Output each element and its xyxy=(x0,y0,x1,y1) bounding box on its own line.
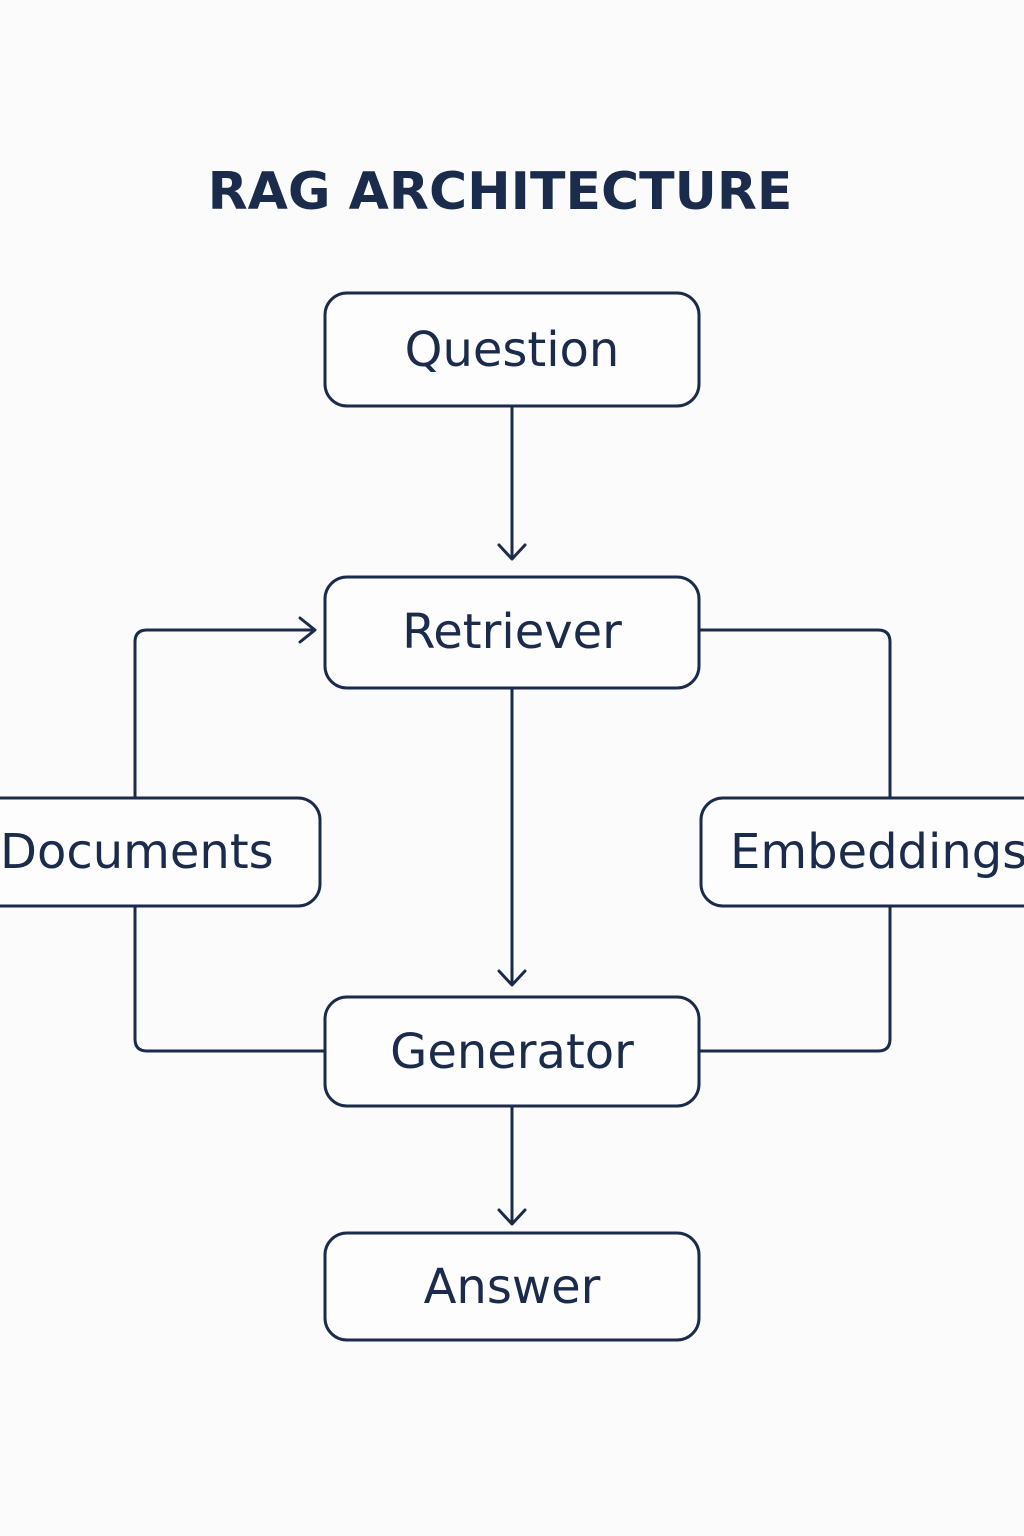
edge-retriever-embeddings xyxy=(698,628,892,800)
connectors xyxy=(133,405,892,1226)
arrowhead-retriever-left xyxy=(298,616,317,644)
node-documents-label: Documents xyxy=(0,824,274,880)
node-answer: Answer xyxy=(323,1231,701,1342)
node-generator-label: Generator xyxy=(390,1024,634,1080)
node-question-label: Question xyxy=(405,322,620,378)
node-documents: Documents xyxy=(0,796,322,908)
node-answer-label: Answer xyxy=(424,1259,601,1315)
arrowhead-retriever-top xyxy=(497,543,527,561)
node-retriever-label: Retriever xyxy=(402,604,622,660)
edge-documents-retriever xyxy=(133,628,316,800)
edge-embeddings-generator xyxy=(698,904,892,1053)
node-embeddings-label: Embeddings xyxy=(730,824,1024,880)
arrowhead-generator-top xyxy=(497,969,527,987)
diagram-title: RAG ARCHITECTURE xyxy=(208,162,793,222)
arrowhead-answer-top xyxy=(497,1208,527,1226)
edge-documents-generator xyxy=(133,904,327,1053)
node-embeddings: Embeddings xyxy=(699,796,1024,908)
node-generator: Generator xyxy=(323,995,701,1108)
node-question: Question xyxy=(323,291,701,408)
node-retriever: Retriever xyxy=(323,575,701,690)
